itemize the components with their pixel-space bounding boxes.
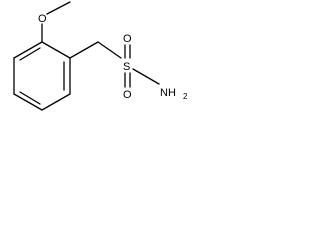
- ring-bond-1: [41, 41, 71, 59]
- benzene-ring: [13, 41, 71, 111]
- methylene-bond-2: [97, 41, 122, 59]
- ring-bond-6: [13, 41, 43, 59]
- ring-double-bond-3: [19, 47, 41, 61]
- sulfonamide-bond: [132, 68, 160, 85]
- methylene-bond-1: [69, 41, 99, 59]
- amine-label: NH: [160, 87, 176, 99]
- sulfonyl-oxygen-bottom-label: O: [123, 89, 132, 101]
- chemical-structure: O S O O NH 2: [13, 1, 188, 111]
- sulfonyl-oxygen-top-label: O: [123, 33, 132, 45]
- ether-oxygen-label: O: [38, 13, 47, 25]
- methyl-bond: [46, 1, 71, 15]
- sulfur-label: S: [123, 61, 130, 73]
- ring-double-bond-2: [19, 91, 41, 105]
- ring-bond-3: [41, 93, 71, 111]
- ring-bond-4: [13, 93, 43, 111]
- amine-subscript: 2: [183, 92, 188, 101]
